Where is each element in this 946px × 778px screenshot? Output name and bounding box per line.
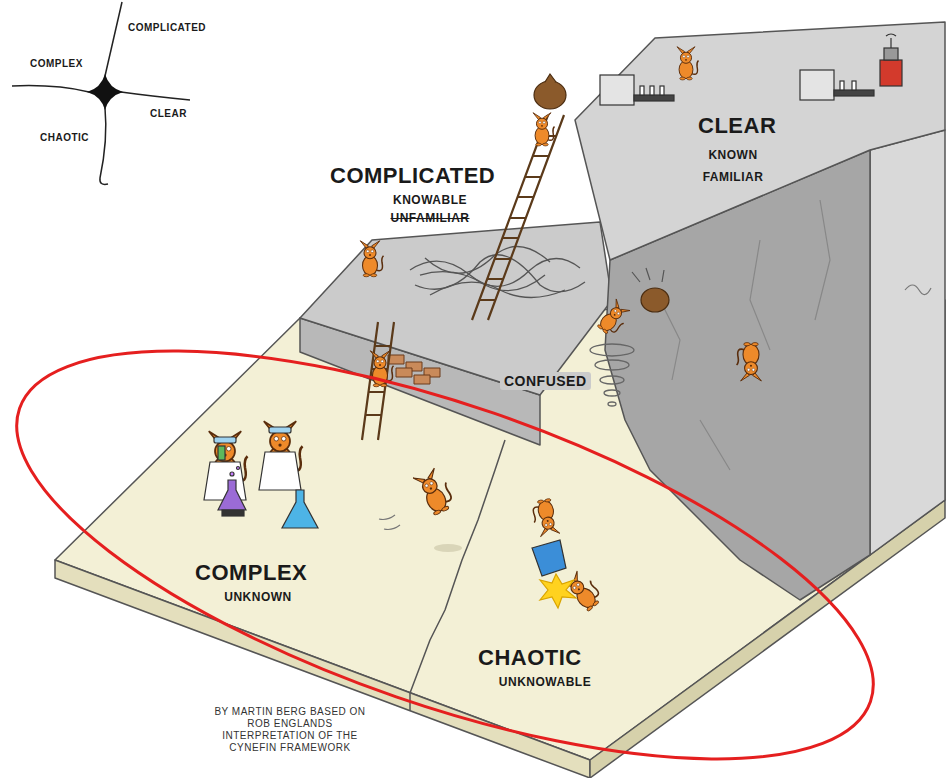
sketch-label: COMPLEX [30, 58, 83, 70]
domain-name: COMPLEX [195, 560, 307, 585]
hop-motion [379, 515, 462, 552]
domain-subtitle: UNKNOWABLE [499, 675, 591, 689]
lab-scene [204, 427, 318, 528]
domain-name: CHAOTIC [478, 645, 582, 670]
sketch-label: COMPLICATED [128, 22, 206, 34]
critters [209, 47, 762, 614]
sacks [534, 74, 669, 312]
sketch-label: CHAOTIC [40, 132, 89, 144]
credit-note: BY MARTIN BERG BASED ON ROB ENGLANDS INT… [210, 706, 370, 754]
domain-name: CLEAR [698, 113, 776, 138]
domain-subtitle: UNKNOWN [224, 590, 292, 604]
chaos-crash [532, 540, 576, 608]
domain-name: CONFUSED [500, 372, 591, 390]
clear-block [575, 22, 945, 600]
domain-subtitle: FAMILIAR [703, 170, 764, 184]
domain-subtitle: KNOWABLE [393, 193, 467, 207]
domain-subtitle: UNFAMILIAR [391, 211, 470, 225]
complicated-block [300, 222, 612, 445]
sketch-label: CLEAR [150, 108, 187, 120]
domain-subtitle: KNOWN [708, 148, 757, 162]
domain-name: COMPLICATED [330, 163, 495, 188]
highlight-ellipse [0, 267, 919, 778]
confused-whirlpool [590, 344, 634, 406]
clear-machines [600, 34, 902, 105]
